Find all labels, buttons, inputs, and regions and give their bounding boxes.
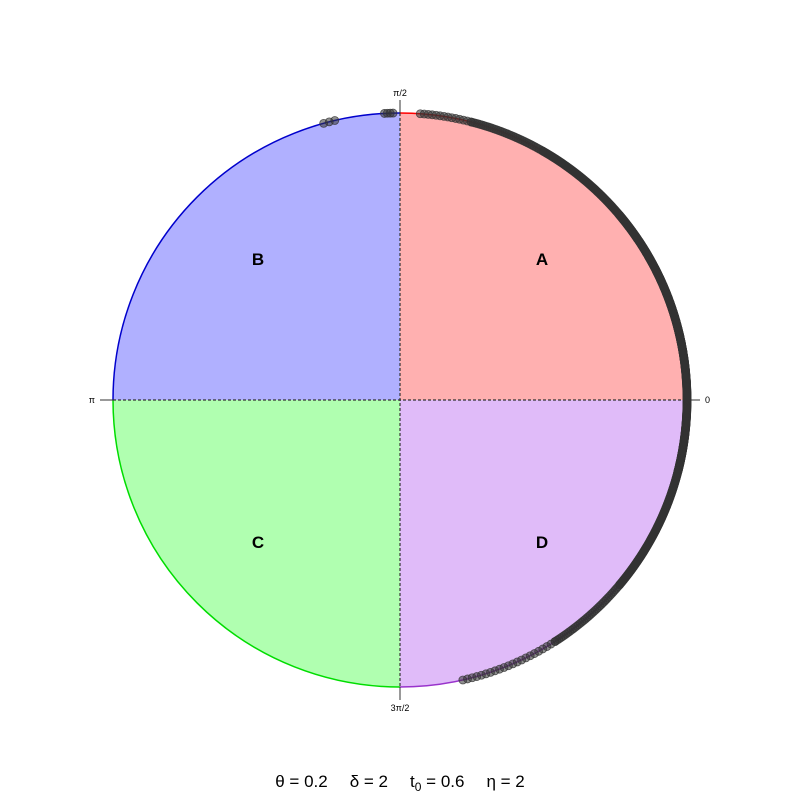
data-point-6	[380, 109, 389, 118]
data-point-882	[550, 637, 560, 646]
data-point-370	[615, 210, 624, 220]
region-label-d: D	[536, 533, 548, 552]
param-theta-value: 0.2	[304, 772, 328, 791]
region-c-wedge	[112, 400, 401, 687]
param-eta: η = 2	[486, 772, 525, 791]
axis-lines	[100, 100, 700, 700]
region-b-wedge	[113, 113, 400, 401]
region-a-wedge	[399, 113, 687, 400]
param-delta-value: 2	[378, 772, 389, 791]
region-label-c: C	[252, 533, 264, 552]
tick-label-bottom: 3π/2	[391, 703, 410, 713]
param-eta-symbol: η	[486, 772, 496, 791]
param-theta-symbol: θ	[275, 772, 285, 791]
data-point-2	[319, 118, 329, 128]
data-point-150	[538, 146, 548, 156]
region-c-arc	[112, 400, 401, 688]
data-point-860	[615, 580, 624, 590]
region-d-wedge	[400, 399, 687, 687]
data-point-820	[673, 466, 683, 476]
tick-label-left: π	[89, 395, 95, 405]
param-t0-symbol: t	[410, 772, 415, 791]
data-points	[319, 108, 692, 685]
param-eta-value: 2	[515, 772, 525, 791]
tick-labels: 0 π/2 π 3π/2	[89, 88, 710, 713]
param-theta: θ = 0.2	[275, 772, 328, 791]
parameter-caption: θ = 0.2 δ = 2 t0 = 0.6 η = 2	[0, 772, 800, 800]
region-labels: A B C D	[252, 250, 548, 552]
region-label-b: B	[252, 250, 264, 269]
data-point-60	[466, 117, 476, 127]
param-delta: δ = 2	[349, 772, 389, 791]
tick-label-right: 0	[705, 395, 710, 405]
quadrant-regions	[112, 112, 688, 688]
data-point-670	[673, 324, 683, 334]
data-point-20	[415, 109, 425, 119]
param-t0: t0 = 0.6	[410, 772, 465, 794]
param-t0-value: 0.6	[440, 772, 465, 791]
tick-label-top: π/2	[393, 88, 407, 98]
param-t0-subscript: 0	[414, 780, 422, 794]
param-delta-symbol: δ	[349, 772, 360, 791]
region-label-a: A	[536, 250, 548, 269]
